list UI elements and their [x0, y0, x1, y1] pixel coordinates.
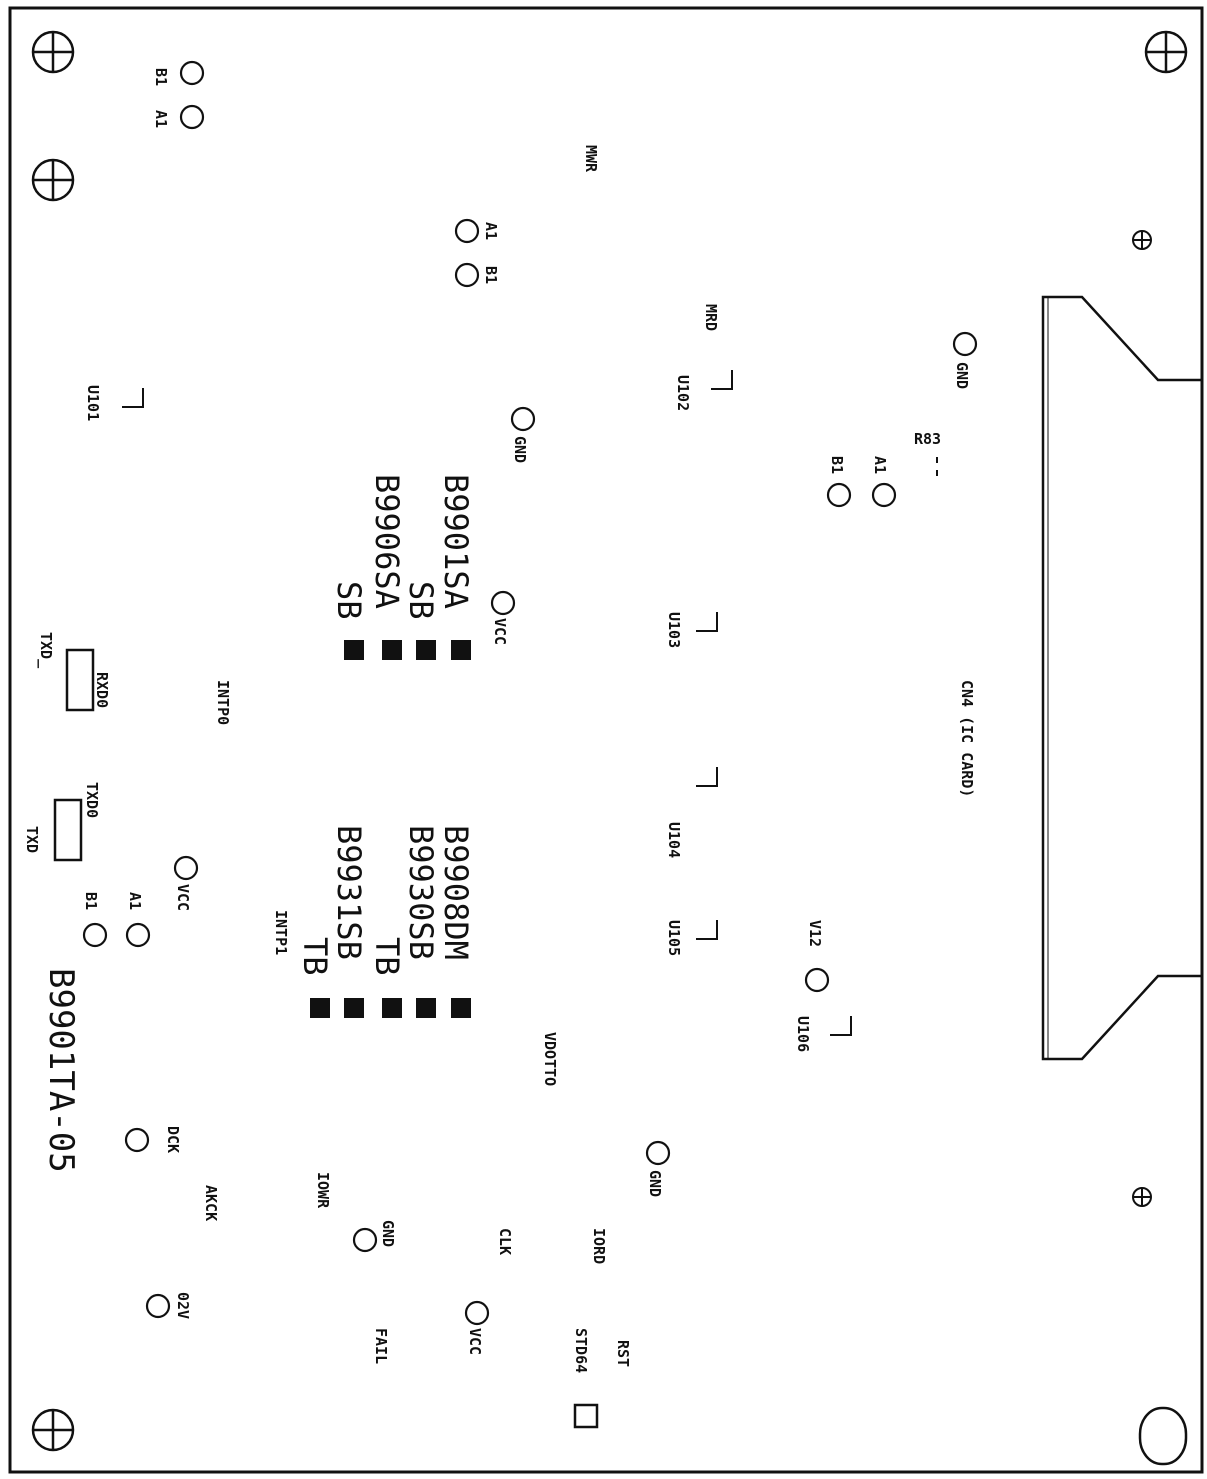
pad-label-a1: A1 [871, 456, 889, 474]
signal-rxd0: RXD0 [93, 672, 111, 708]
pad-label-v12: V12 [806, 920, 824, 947]
mounting-hole-icon [31, 1408, 75, 1452]
square-pad-icon [573, 1403, 599, 1429]
u106-marker-icon [830, 1016, 852, 1036]
pad-icon [173, 855, 199, 881]
component-u104: U104 [665, 822, 683, 858]
pad-label-vcc: VCC [466, 1328, 484, 1355]
component-u101: U101 [84, 385, 102, 421]
u104-marker-icon [696, 767, 718, 787]
pad-icon [826, 482, 852, 508]
chip-label-b9930sb: B9930SB [402, 825, 440, 960]
signal-akck: AKCK [202, 1185, 220, 1221]
signal-txd: TXD [23, 826, 41, 853]
signal-intp0: INTP0 [214, 680, 232, 725]
component-u105: U105 [665, 920, 683, 956]
pad-label-b1: B1 [482, 266, 500, 284]
pad-label-b1: B1 [828, 456, 846, 474]
u103-marker-icon [696, 612, 718, 632]
resistor-r83: R83 [914, 430, 941, 448]
signal-fail: FAIL [372, 1328, 390, 1364]
test-pads [82, 60, 978, 1326]
signal-rst: RST [614, 1340, 632, 1367]
mounting-hole-icon [31, 158, 75, 202]
chip-label-sb: SB [330, 581, 368, 620]
signal-std64: STD64 [572, 1328, 590, 1373]
pad-label-gnd: GND [511, 436, 529, 463]
signal-iowr: IOWR [314, 1172, 332, 1209]
oval-hole-icon [1138, 1406, 1188, 1466]
pad-icon [125, 922, 151, 948]
chip-label-tb: TB [296, 937, 334, 976]
pad-icon [804, 967, 830, 993]
pad-icon [145, 1293, 171, 1319]
pad-icon [510, 406, 536, 432]
pad-label-a1: A1 [482, 222, 500, 240]
pad-icon [490, 590, 516, 616]
pad-icon [179, 104, 205, 130]
chip-label-sb: SB [402, 581, 440, 620]
pad-label-a1: A1 [126, 892, 144, 910]
signal-iord: IORD [590, 1228, 608, 1264]
signal-mrd: MRD [702, 304, 720, 331]
u105-marker-icon [696, 920, 718, 940]
component-u103: U103 [665, 612, 683, 648]
signal-txd0: TXD0 [83, 782, 101, 818]
pad-label-02v: 02V [174, 1292, 192, 1319]
signal-txd-bar: TXD_ [37, 632, 55, 669]
component-u102: U102 [674, 375, 692, 411]
signal-mwr: MWR [582, 145, 600, 173]
small-target-icon [1132, 230, 1152, 250]
pad-label-b1: B1 [82, 892, 100, 910]
u102-marker-icon [711, 370, 733, 390]
pad-label-b1: B1 [152, 68, 170, 86]
pad-label-gnd: GND [379, 1220, 397, 1247]
pad-icon [464, 1300, 490, 1326]
pad-icon [82, 922, 108, 948]
signal-vdotto: VDOTTO [541, 1032, 559, 1086]
pad-icon [124, 1127, 150, 1153]
pad-icon [352, 1227, 378, 1253]
mounting-hole-icon [1144, 30, 1188, 74]
connector-cn4: CN4 (IC CARD) [958, 680, 976, 797]
pad-label-vcc: VCC [491, 618, 509, 645]
pad-label-gnd: GND [646, 1170, 664, 1197]
chip-label-tb: TB [368, 937, 406, 976]
signal-intp1: INTP1 [272, 910, 290, 955]
signal-clk: CLK [496, 1228, 514, 1255]
chip-label-b9931sb: B9931SB [330, 825, 368, 960]
pad-label-gnd: GND [953, 362, 971, 389]
jumper-rxd0 [65, 648, 95, 712]
small-target-icon [1132, 1187, 1152, 1207]
pad-icon [645, 1140, 671, 1166]
u101-marker-icon [122, 388, 144, 408]
chip-label-b9908dm: B9908DM [437, 825, 475, 960]
pad-icon [454, 218, 480, 244]
component-u106: U106 [794, 1016, 812, 1052]
chip-label-b9906sa: B9906SA [368, 474, 406, 609]
ic-card-connector-outline [1041, 295, 1202, 1061]
pad-label-a1: A1 [152, 110, 170, 128]
pad-label-vcc: VCC [174, 884, 192, 911]
pad-icon [871, 482, 897, 508]
board-outline [8, 6, 1204, 1474]
pad-icon [454, 262, 480, 288]
board-part-number: B9901TA-05 [41, 968, 81, 1173]
signal-dck: DCK [164, 1126, 182, 1153]
jumper-txd0 [53, 798, 83, 862]
chip-label-b9901sa: B9901SA [437, 474, 475, 609]
pad-icon [952, 331, 978, 357]
pad-icon [179, 60, 205, 86]
mounting-hole-icon [31, 30, 75, 74]
marker-squares [310, 640, 471, 1018]
